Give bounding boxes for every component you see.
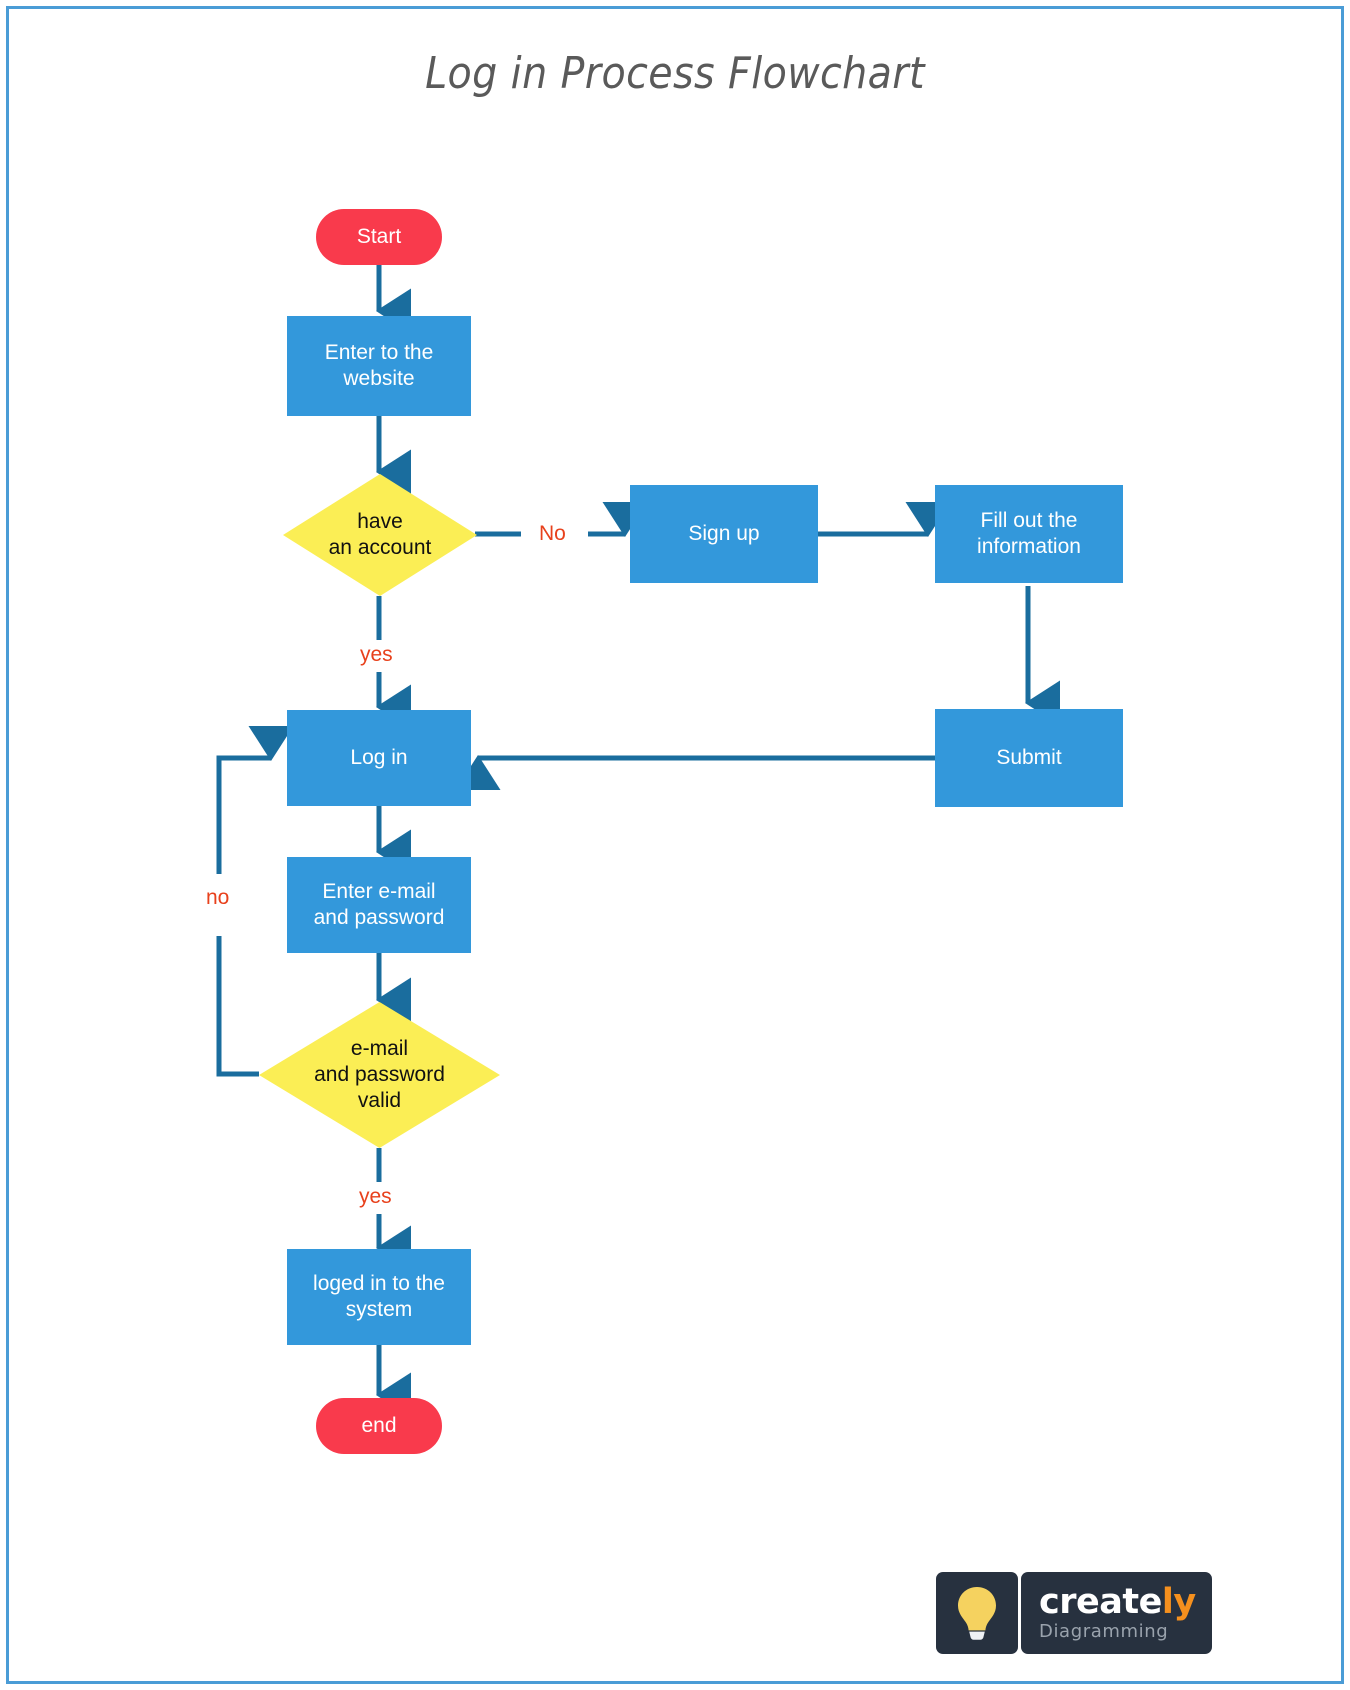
node-logged-in-to-system[interactable]: loged in to the system xyxy=(287,1249,471,1345)
node-sign-up[interactable]: Sign up xyxy=(630,485,818,583)
node-enter-email-password[interactable]: Enter e-mail and password xyxy=(287,857,471,953)
node-start[interactable]: Start xyxy=(316,209,442,265)
node-start-label: Start xyxy=(356,225,402,249)
node-logged-in-line2: system xyxy=(345,1298,413,1321)
node-enter-email-line1: Enter e-mail xyxy=(322,880,436,904)
node-logged-in-line1: loged in to the xyxy=(313,1272,445,1296)
node-enter-website-line2: website xyxy=(343,367,415,390)
page-title: Log in Process Flowchart xyxy=(425,48,925,99)
node-have-account-label: have an account xyxy=(283,474,477,596)
logo-tagline: Diagramming xyxy=(1039,1620,1169,1642)
node-end[interactable]: end xyxy=(316,1398,442,1454)
logo-text-container: creately Diagramming xyxy=(1021,1572,1212,1654)
node-log-in-label: Log in xyxy=(350,746,408,770)
logo-wordmark: creately xyxy=(1039,1581,1196,1622)
logo-icon-container xyxy=(936,1572,1018,1654)
node-enter-website-label: Enter to the website xyxy=(287,340,471,392)
edge-label-no-account: No xyxy=(539,522,566,545)
edge-label-yes-valid: yes xyxy=(359,1185,392,1208)
node-enter-website[interactable]: Enter to the website xyxy=(287,316,471,416)
node-enter-email-line2: and password xyxy=(313,906,445,929)
node-valid-line2: and password xyxy=(314,1062,445,1086)
node-end-label: end xyxy=(361,1414,397,1438)
node-have-account-line2: an account xyxy=(328,536,432,559)
edge-label-no-invalid: no xyxy=(206,886,230,909)
node-submit[interactable]: Submit xyxy=(935,709,1123,807)
node-submit-label: Submit xyxy=(996,746,1062,770)
node-fill-out-information[interactable]: Fill out the information xyxy=(935,485,1123,583)
node-enter-email-password-label: Enter e-mail and password xyxy=(287,879,471,931)
node-logged-in-label: loged in to the system xyxy=(287,1271,471,1323)
node-valid-line3: valid xyxy=(357,1089,402,1113)
node-email-password-valid[interactable]: e-mail and password valid xyxy=(259,1002,500,1148)
lightbulb-icon xyxy=(958,1587,996,1640)
node-fill-out-line2: information xyxy=(977,535,1081,558)
node-log-in[interactable]: Log in xyxy=(287,710,471,806)
have-account-diamond-shape xyxy=(283,474,477,596)
node-enter-website-line1: Enter to the xyxy=(324,341,434,365)
node-have-account-line1: have xyxy=(357,509,403,533)
node-have-account[interactable]: have an account xyxy=(283,474,477,596)
logo-word-accent: ly xyxy=(1161,1581,1196,1622)
node-valid-line1: e-mail xyxy=(350,1036,409,1060)
logo-word-main: create xyxy=(1039,1581,1162,1622)
node-sign-up-label: Sign up xyxy=(688,522,760,546)
node-email-password-valid-label: e-mail and password valid xyxy=(259,1002,500,1148)
email-valid-diamond-shape xyxy=(259,1002,500,1148)
edge-valid-no-seg1 xyxy=(216,936,259,1077)
edge-label-yes-account: yes xyxy=(360,643,393,666)
creately-logo: creately Diagramming xyxy=(936,1572,1212,1654)
node-fill-out-line1: Fill out the xyxy=(980,509,1078,533)
edge-valid-no-seg2 xyxy=(216,725,294,874)
node-fill-out-information-label: Fill out the information xyxy=(935,508,1123,560)
